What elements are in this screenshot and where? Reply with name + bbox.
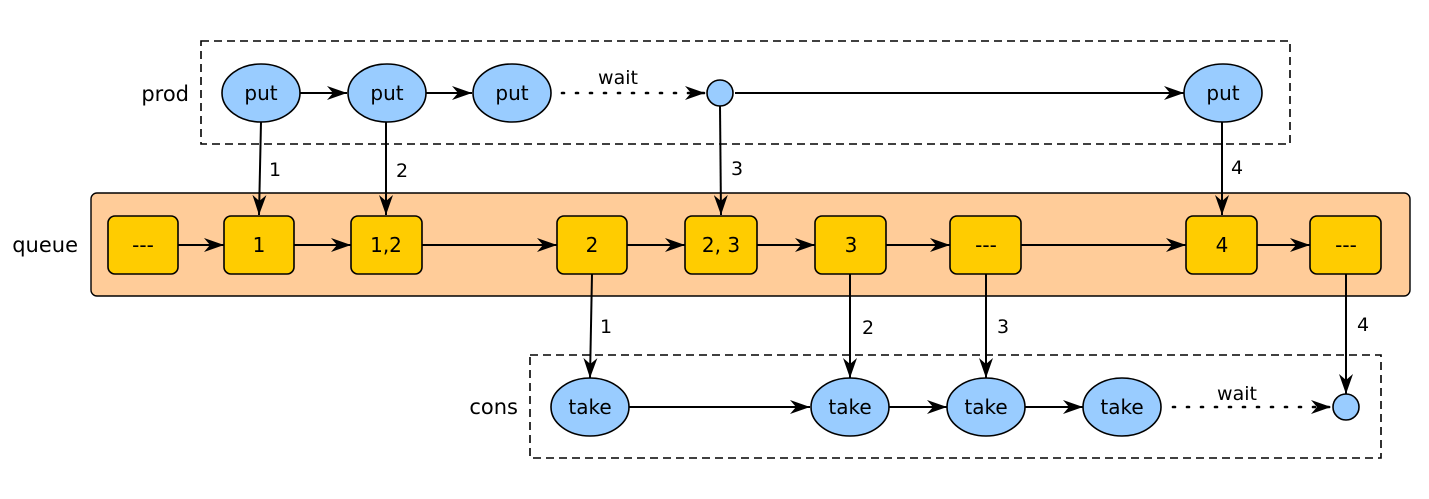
queue-state-7-label: --- (975, 233, 997, 257)
queue-state-6-label: 3 (845, 233, 858, 257)
cons-group-box (529, 354, 1382, 459)
take-node-3-label: take (964, 395, 1007, 419)
prod-wait-label: wait (598, 67, 638, 89)
put-edge-3-label: 3 (731, 158, 743, 180)
take-node-2-label: take (828, 395, 871, 419)
take-node-4 (1082, 377, 1162, 437)
queue-state-3 (350, 215, 423, 275)
put-node-2-label: put (370, 81, 403, 105)
queue-state-8-label: 4 (1216, 233, 1229, 257)
put-edge-1 (252, 121, 267, 216)
put-node-3 (472, 63, 552, 123)
queue-state-9-label: --- (1335, 233, 1357, 257)
queue-state-8 (1185, 215, 1258, 275)
cons-wait-point (1332, 393, 1360, 421)
prod-group-box (200, 40, 1291, 145)
take-edge-4-label: 4 (1357, 314, 1369, 336)
put-edge-1-label: 1 (269, 159, 281, 181)
queue-state-2 (223, 215, 295, 275)
put-node-3-label: put (495, 81, 528, 105)
queue-state-5 (684, 215, 758, 275)
queue-row-label: queue (12, 233, 78, 257)
queue-state-1 (107, 215, 179, 275)
queue-state-5-label: 2, 3 (702, 233, 740, 257)
put-node-1-label: put (244, 81, 277, 105)
take-node-4-label: take (1100, 395, 1143, 419)
take-edge-3-label: 3 (997, 316, 1009, 338)
take-edge-1 (583, 273, 598, 379)
put-edge-4-label: 4 (1231, 157, 1243, 179)
queue-state-4-label: 2 (586, 233, 599, 257)
take-node-1 (550, 377, 630, 437)
cons-row-label: cons (469, 395, 518, 419)
queue-state-3-label: 1,2 (370, 233, 402, 257)
put-edge-2-label: 2 (396, 160, 408, 182)
take-node-3 (946, 377, 1026, 437)
prod-row-label: prod (141, 82, 189, 106)
take-edge-1-label: 1 (600, 316, 612, 338)
cons-wait-label: wait (1217, 383, 1257, 405)
queue-state-1-label: --- (132, 233, 154, 257)
prod-wait-point (706, 79, 734, 107)
queue-state-2-label: 1 (253, 233, 266, 257)
put-node-4-label: put (1206, 81, 1239, 105)
take-node-1-label: take (568, 395, 611, 419)
put-edge-3 (713, 105, 728, 216)
take-node-2 (810, 377, 890, 437)
take-edge-2-label: 2 (862, 317, 874, 339)
